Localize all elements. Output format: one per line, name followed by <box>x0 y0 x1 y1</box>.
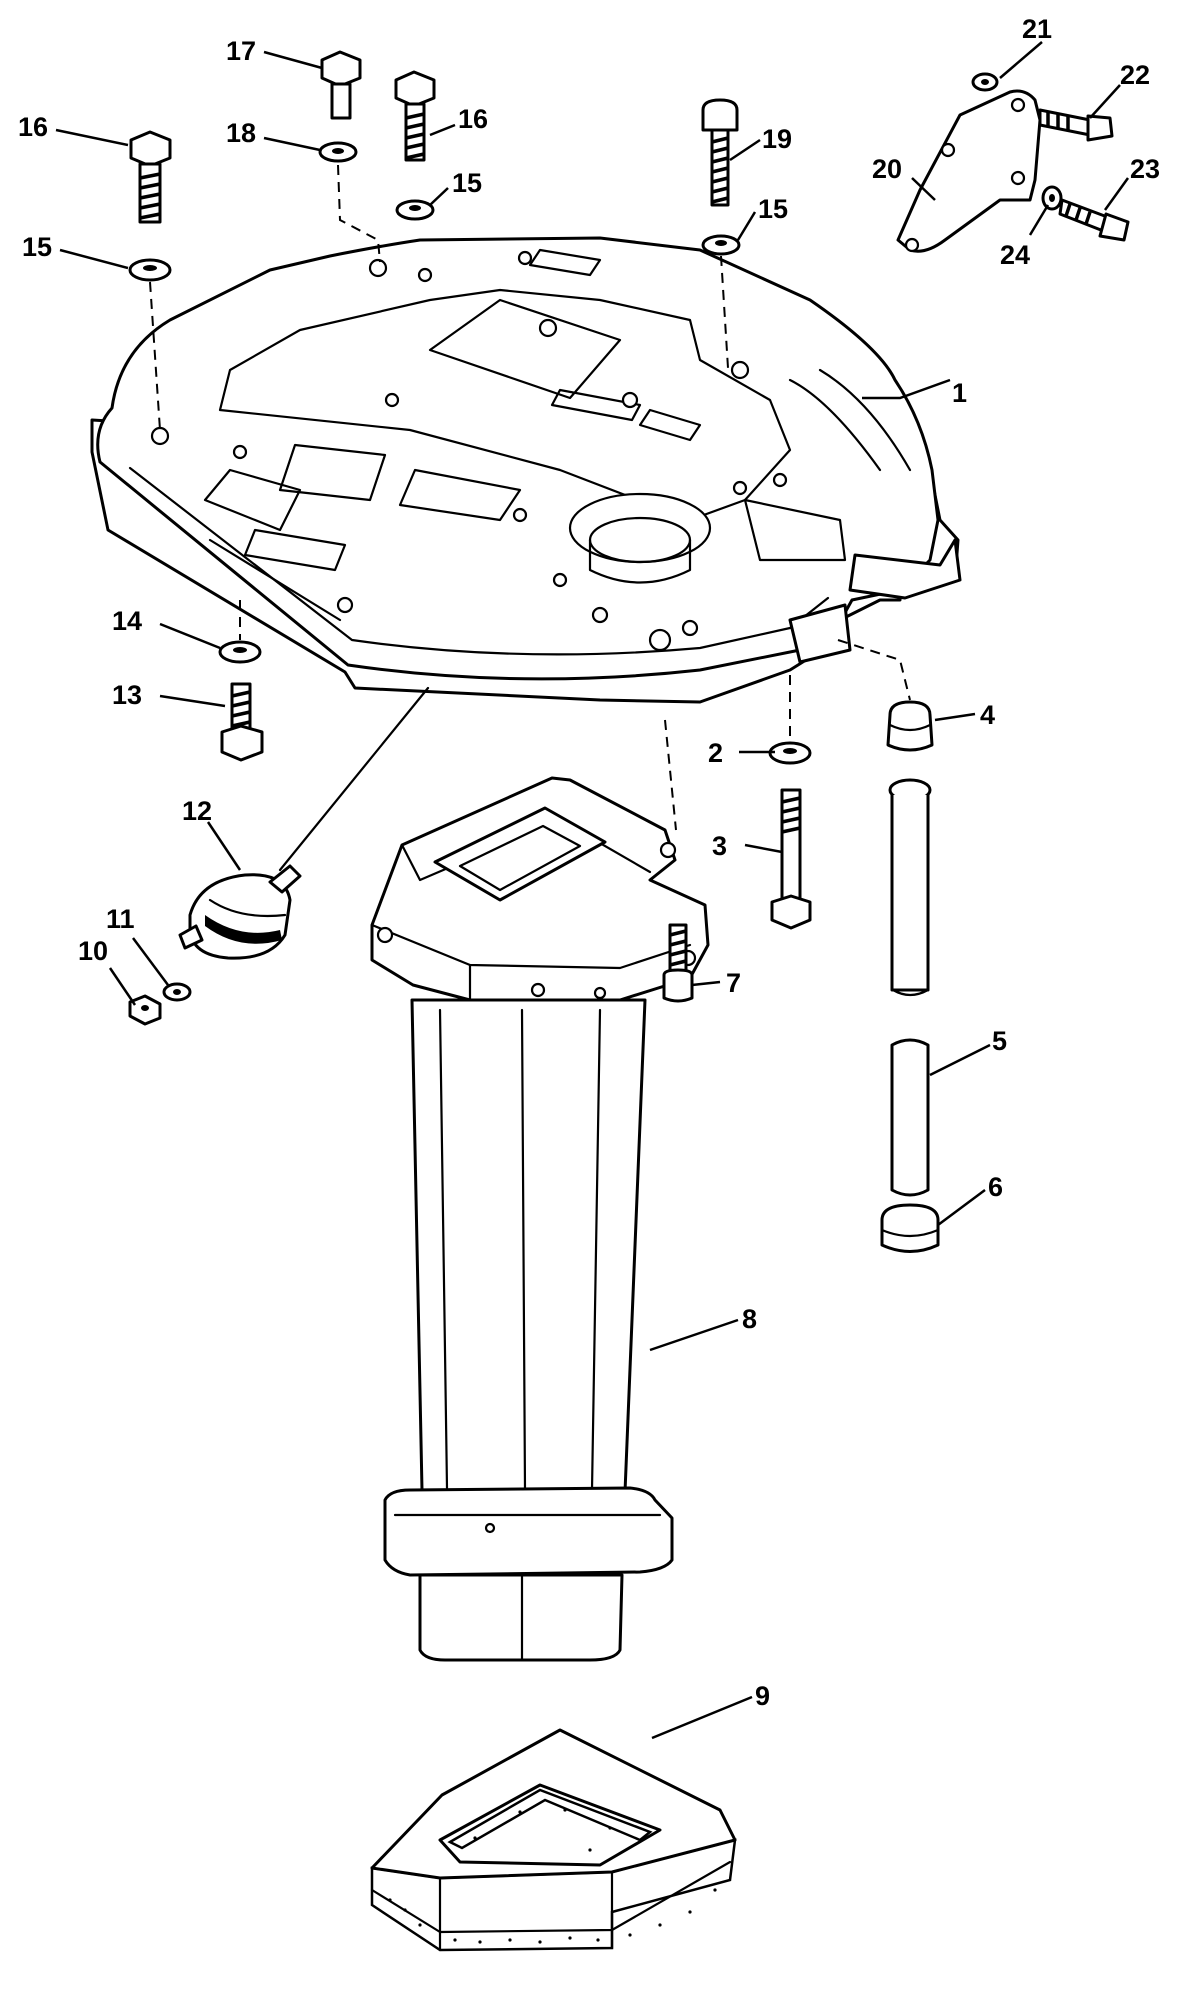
callout-16-middle: 16 <box>458 104 488 134</box>
washer-15-right <box>701 234 741 256</box>
callout-16-left: 16 <box>18 112 48 142</box>
assembly-line <box>337 164 381 263</box>
water-tube-5 <box>888 778 932 1197</box>
bolt-23 <box>1058 198 1130 242</box>
callout-11: 11 <box>106 904 135 934</box>
callout-15-right: 15 <box>758 194 788 224</box>
callout-18: 18 <box>226 118 256 148</box>
washer-14 <box>218 640 262 664</box>
washer-24 <box>1041 185 1063 211</box>
callout-3: 3 <box>712 831 727 861</box>
callout-1: 1 <box>952 378 967 408</box>
assembly-line <box>837 639 911 701</box>
nut-10 <box>128 994 162 1026</box>
rubber-mount-12 <box>178 864 302 960</box>
assembly-line <box>664 719 677 831</box>
washer-2 <box>768 741 812 765</box>
washer-21 <box>971 72 999 92</box>
callout-19: 19 <box>762 124 792 154</box>
callout-15-middle: 15 <box>452 168 482 198</box>
callout-2: 2 <box>708 738 723 768</box>
foam-texture <box>388 1808 717 1944</box>
bolt-3 <box>770 788 812 930</box>
callout-10: 10 <box>78 936 108 966</box>
lock-washer-18 <box>318 141 358 163</box>
callout-13: 13 <box>112 680 142 710</box>
callout-7: 7 <box>726 968 741 998</box>
lock-washer-11 <box>162 982 192 1002</box>
callout-9: 9 <box>755 1681 770 1711</box>
callout-labels: 1 2 3 4 5 6 7 8 9 10 11 12 13 14 15 15 1… <box>18 14 1160 1711</box>
callout-5: 5 <box>992 1026 1007 1056</box>
bracket-20 <box>896 89 1042 253</box>
bolt-13 <box>220 682 264 762</box>
callout-4: 4 <box>980 700 995 730</box>
bolt-17 <box>320 50 362 120</box>
callout-14: 14 <box>112 606 142 636</box>
assembly-line <box>149 281 161 431</box>
grommet-4 <box>886 700 934 752</box>
assembly-line <box>278 686 430 872</box>
adapter-plate <box>90 236 962 704</box>
washer-15-middle <box>395 199 435 221</box>
washer-15-left <box>128 258 172 282</box>
exhaust-housing-8 <box>370 776 710 1662</box>
callout-6: 6 <box>988 1172 1003 1202</box>
screw-19 <box>701 98 739 207</box>
bolt-16-left <box>129 130 172 224</box>
callout-23: 23 <box>1130 154 1160 184</box>
assembly-line <box>720 255 729 369</box>
seal-9 <box>370 1728 737 1952</box>
callout-24: 24 <box>1000 240 1030 270</box>
screw-7 <box>662 923 694 1003</box>
bolt-22 <box>1038 108 1114 142</box>
bolt-16-middle <box>394 70 436 162</box>
callout-22: 22 <box>1120 60 1150 90</box>
callout-17: 17 <box>226 36 256 66</box>
callout-20: 20 <box>872 154 902 184</box>
grommet-6 <box>880 1203 940 1253</box>
callout-15-left: 15 <box>22 232 52 262</box>
callout-12: 12 <box>182 796 212 826</box>
callout-8: 8 <box>742 1304 757 1334</box>
leader-lines <box>55 41 1130 1740</box>
callout-21: 21 <box>1022 14 1052 44</box>
